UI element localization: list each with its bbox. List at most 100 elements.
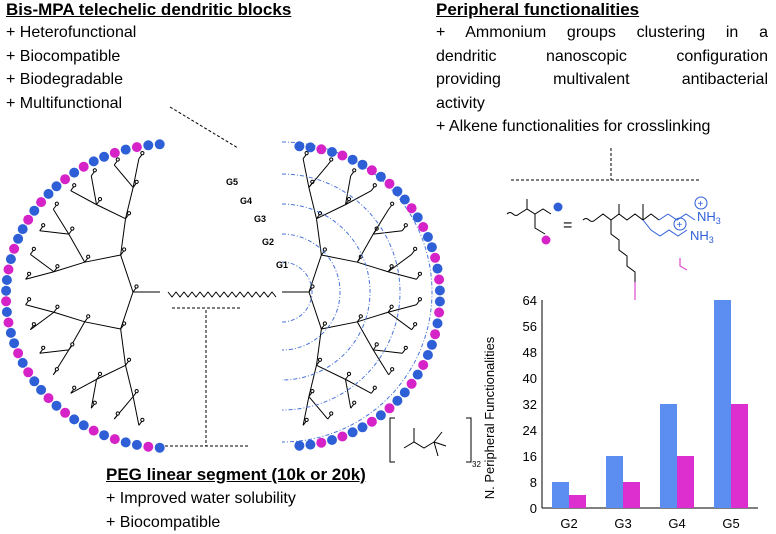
peripheral-dot	[294, 141, 305, 152]
bar-g3-series-1	[606, 456, 623, 508]
peripheral-dot	[29, 376, 40, 387]
peripheral-dot	[5, 254, 16, 265]
peripheral-dot	[406, 378, 417, 389]
peripheral-dot	[154, 139, 165, 150]
bullet-ammonium-line3: providing multivalent antibacterial	[436, 71, 768, 88]
label-g5: G5	[226, 177, 238, 187]
peripheral-dot	[316, 144, 327, 155]
peripheral-dot	[412, 212, 423, 223]
peripheral-dot	[337, 431, 348, 442]
peripheral-dot	[3, 317, 14, 328]
equals-sign: =	[563, 217, 572, 234]
y-tick-label: 16	[523, 449, 537, 464]
peripheral-dot	[43, 393, 54, 404]
peripheral-dot	[23, 367, 34, 378]
plus-sign-1: +	[698, 199, 704, 210]
peg-chain	[167, 291, 277, 298]
y-tick-label: 64	[523, 293, 537, 308]
peripheral-dot	[43, 188, 54, 199]
peripheral-dot	[305, 142, 316, 153]
scheme-molecule	[582, 204, 696, 300]
peripheral-dot	[399, 387, 410, 398]
peripheral-dot	[384, 403, 395, 414]
nh3-bottom: NH3	[690, 228, 714, 245]
peripheral-dot	[399, 194, 410, 205]
peripheral-dot	[392, 395, 403, 406]
chart-bars	[552, 300, 748, 508]
bullet-multifunctional: + Multifunctional	[6, 94, 123, 112]
peripheral-dot	[5, 327, 16, 338]
peripheral-dot	[99, 430, 110, 441]
peripheral-dot	[392, 186, 403, 197]
y-tick-label: 8	[530, 475, 537, 490]
peripheral-dot	[432, 318, 443, 329]
peripheral-dot	[1, 285, 12, 296]
peripheral-dot	[60, 407, 71, 418]
peripheral-dot	[406, 203, 417, 214]
peripheral-dot	[13, 233, 24, 244]
peripheral-dot	[430, 329, 441, 340]
right-dendron-structure	[282, 151, 423, 426]
peripheral-dot	[9, 243, 20, 254]
y-tick-label: 48	[523, 345, 537, 360]
bar-g4-series-2	[677, 456, 694, 508]
nh3-top: NH3	[697, 209, 721, 226]
peripheral-dot	[51, 400, 62, 411]
peripheral-dot	[143, 140, 154, 151]
bar-g5-series-2	[731, 404, 748, 508]
generation-arc	[281, 141, 433, 443]
counterion-subscript: 32	[472, 460, 481, 469]
peripheral-dot	[418, 360, 429, 370]
x-tick-label: G2	[560, 516, 577, 531]
generation-arc	[281, 203, 371, 381]
peripheral-dot	[88, 425, 99, 436]
peripheral-scheme	[506, 199, 688, 271]
peripheral-dot	[78, 161, 89, 172]
bar-g3-series-2	[623, 482, 640, 508]
generation-arc	[281, 261, 313, 323]
peripheral-dot	[1, 296, 12, 307]
y-tick-label: 40	[523, 371, 537, 386]
left-dendron-structure	[25, 151, 160, 426]
peripheral-dot	[375, 410, 386, 421]
ammonium-charge-2	[673, 217, 687, 231]
bullet-biocompatible: + Biocompatible	[6, 47, 121, 65]
peripheral-dot	[384, 178, 395, 189]
peripheral-dot	[327, 147, 337, 157]
label-g2: G2	[262, 237, 274, 247]
peripheral-dot	[51, 181, 62, 192]
ammonium-charge-1	[694, 196, 708, 210]
bullet-alkene: + Alkene functionalities for crosslinkin…	[436, 118, 711, 135]
generation-arcs	[281, 141, 433, 443]
peripheral-dot	[375, 171, 386, 182]
bullet-heterofunctional: + Heterofunctional	[6, 24, 137, 41]
leader-lines	[150, 106, 700, 447]
peripheral-dot	[120, 144, 131, 155]
left-bullet-list: + Heterofunctional + Biocompatible + Bio…	[6, 21, 136, 115]
scheme-blue-dot	[553, 202, 563, 212]
peripheral-dot	[3, 264, 14, 275]
peripheral-dot	[434, 274, 445, 285]
bottom-bullet-list: + Improved water solubility + Biocompati…	[106, 487, 296, 534]
peripheral-dot	[422, 350, 433, 360]
right-heading: Peripheral functionalities	[436, 0, 640, 19]
peripheral-dot	[327, 435, 337, 445]
peripheral-dot	[9, 338, 20, 349]
peripheral-dot	[29, 205, 40, 216]
peripheral-dot	[36, 384, 47, 395]
y-tick-label: 0	[530, 501, 537, 516]
generation-arc	[281, 173, 401, 411]
peripheral-dot	[131, 439, 142, 450]
peripheral-dot	[36, 197, 47, 208]
chart-y-axis-label: N. Peripheral Functionalities	[482, 336, 497, 499]
peripheral-dot	[131, 142, 142, 153]
peripheral-dot	[337, 150, 348, 161]
y-tick-label: 56	[523, 319, 537, 334]
y-tick-label: 32	[523, 397, 537, 412]
peripheral-dot	[99, 151, 110, 162]
peripheral-dot	[69, 167, 80, 178]
scheme-magenta-dot	[541, 235, 551, 245]
bullet-biodegradable: + Biodegradable	[6, 71, 123, 88]
label-g1: G1	[276, 260, 288, 270]
